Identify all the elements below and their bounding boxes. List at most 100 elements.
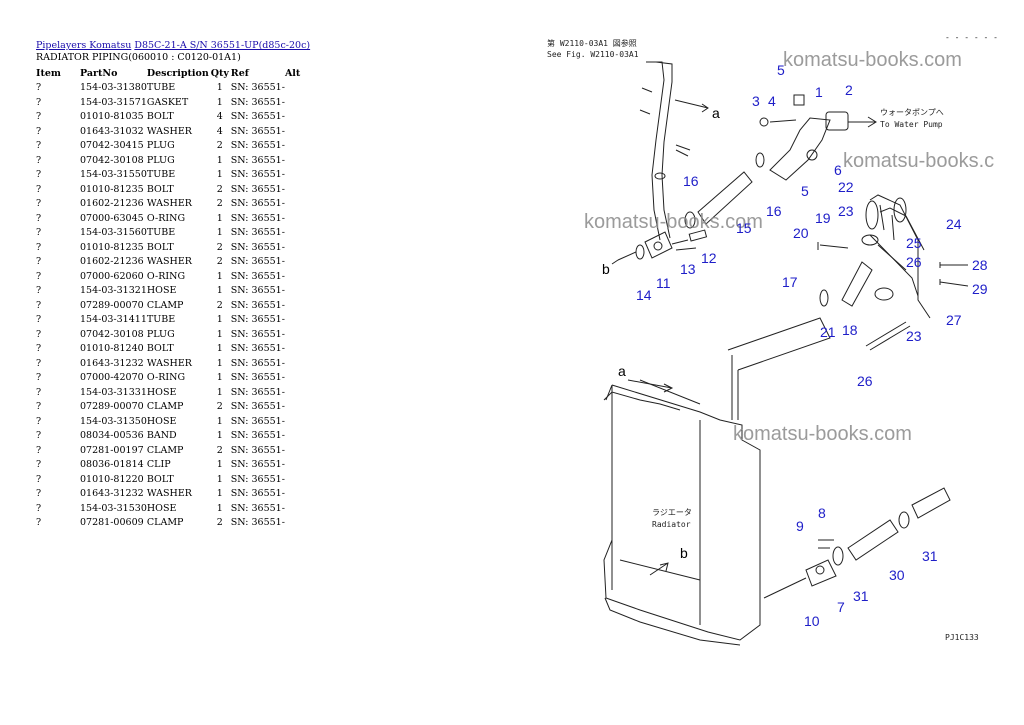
- cell-qty: 2: [216, 401, 223, 413]
- cell-ref: SN: 36551-: [230, 154, 285, 166]
- cell-qty: 1: [216, 154, 223, 166]
- callout-11: 11: [656, 275, 671, 291]
- cell-qty: 1: [216, 459, 223, 471]
- cell-description: GASKET: [146, 96, 189, 108]
- cell-qty: 1: [216, 314, 223, 326]
- callout-14: 14: [636, 287, 652, 303]
- breadcrumb-link-pipelayers[interactable]: Pipelayers Komatsu: [36, 40, 132, 51]
- elbow-tube-1: [759, 94, 877, 181]
- cell-description: HOSE: [146, 415, 177, 427]
- col-header-qty: Qty: [210, 67, 229, 79]
- cell-alt: [285, 313, 305, 328]
- col-header-item: Item: [36, 67, 61, 79]
- cell-qty: 2: [216, 517, 223, 529]
- cell-item: ?: [36, 154, 42, 166]
- cell-ref: SN: 36551-: [230, 140, 285, 152]
- cell-description: TUBE: [146, 82, 176, 94]
- cell-item: ?: [36, 198, 42, 210]
- cell-item: ?: [36, 241, 42, 253]
- cell-description: WASHER: [146, 198, 192, 210]
- water-pump-label-en: To Water Pump: [880, 120, 943, 129]
- water-pump-label-jp: ウォータポンプへ: [880, 108, 944, 117]
- flange-11-assembly: [635, 229, 708, 260]
- cell-qty: 2: [216, 444, 223, 456]
- cell-ref: SN: 36551-: [230, 198, 285, 210]
- callout-26-bottom: 26: [857, 373, 873, 389]
- cell-partno: 01010-81240: [80, 343, 144, 355]
- cell-partno: 01643-31232: [80, 488, 144, 500]
- callout-16-right: 16: [766, 203, 782, 219]
- callout-15: 15: [736, 220, 752, 236]
- cell-ref: SN: 36551-: [230, 270, 285, 282]
- cell-alt: [285, 95, 305, 110]
- upper-bent-tube: [639, 61, 691, 241]
- cell-qty: 2: [216, 241, 223, 253]
- cell-partno: 01010-81035: [80, 111, 144, 123]
- cell-partno: 154-03-31411: [80, 314, 147, 326]
- cell-ref: SN: 36551-: [230, 183, 285, 195]
- callout-21: 21: [820, 324, 836, 340]
- cell-alt: [285, 81, 305, 96]
- cell-description: BOLT: [146, 111, 174, 123]
- corner-mark: - - - - - -: [945, 33, 998, 42]
- cell-ref: SN: 36551-: [230, 227, 285, 239]
- cell-ref: SN: 36551-: [230, 459, 285, 471]
- cell-description: PLUG: [146, 154, 175, 166]
- cell-qty: 1: [216, 488, 223, 500]
- cell-description: O-RING: [146, 212, 186, 224]
- callout-23-top: 23: [838, 203, 854, 219]
- cell-partno: 01602-21236: [80, 256, 144, 268]
- cell-alt: [285, 110, 305, 125]
- cell-partno: 07000-63045: [80, 212, 144, 224]
- connector-bracket: [727, 317, 831, 371]
- callout-4: 4: [768, 93, 776, 109]
- cell-item: ?: [36, 444, 42, 456]
- cell-partno: 07289-00070: [80, 299, 144, 311]
- cell-ref: SN: 36551-: [230, 444, 285, 456]
- cell-partno: 01602-21236: [80, 198, 144, 210]
- cell-description: WASHER: [146, 125, 192, 137]
- watermark-4: komatsu-books.com: [733, 423, 912, 445]
- cell-partno: 08036-01814: [80, 459, 144, 471]
- breadcrumb-link-model[interactable]: D85C-21-A S/N 36551-UP(d85c-20c): [134, 40, 311, 51]
- cell-partno: 08034-00536: [80, 430, 144, 442]
- cell-description: HOSE: [146, 502, 177, 514]
- cell-item: ?: [36, 473, 42, 485]
- cell-item: ?: [36, 314, 42, 326]
- cell-item: ?: [36, 415, 42, 427]
- callout-12: 12: [701, 250, 717, 266]
- cell-alt: [285, 211, 305, 226]
- callout-31-left: 31: [853, 588, 869, 604]
- callout-26-top: 26: [906, 254, 922, 270]
- cell-description: CLIP: [146, 459, 171, 471]
- radiator-label-jp: ラジエータ: [652, 508, 692, 517]
- callout-1: 1: [815, 84, 823, 100]
- cell-item: ?: [36, 285, 42, 297]
- tube-17-assembly: [817, 234, 894, 307]
- cell-alt: [285, 284, 305, 299]
- cell-item: ?: [36, 227, 42, 239]
- cell-partno: 154-03-31380: [80, 82, 147, 94]
- callout-30: 30: [889, 567, 905, 583]
- cell-alt: [285, 458, 305, 473]
- cell-alt: [285, 240, 305, 255]
- callout-18: 18: [842, 322, 858, 338]
- cell-qty: 1: [216, 473, 223, 485]
- cell-alt: [285, 371, 305, 386]
- cell-description: BAND: [146, 430, 177, 442]
- cell-ref: SN: 36551-: [230, 386, 285, 398]
- cell-description: BOLT: [146, 473, 174, 485]
- watermark-2: komatsu-books.c: [843, 150, 994, 172]
- cell-ref: SN: 36551-: [230, 401, 285, 413]
- cell-alt: [285, 472, 305, 487]
- cell-partno: 07042-30108: [80, 154, 144, 166]
- cell-qty: 1: [216, 82, 223, 94]
- ref-letter-a-radiator: a: [618, 363, 626, 379]
- cell-description: BOLT: [146, 343, 174, 355]
